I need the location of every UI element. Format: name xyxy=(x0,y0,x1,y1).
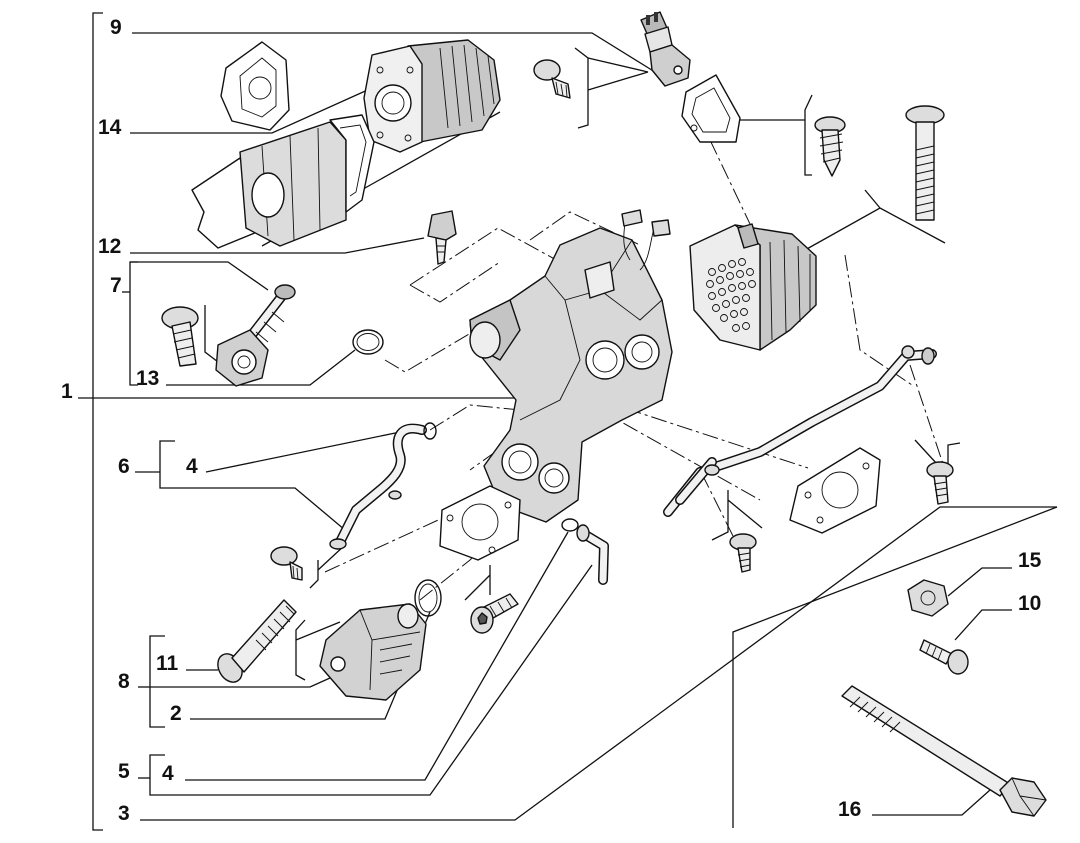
callout-2: 2 xyxy=(170,702,182,725)
actuator-vent-grid xyxy=(706,258,756,332)
long-bolt-part xyxy=(905,105,945,221)
callout-5: 5 xyxy=(118,760,130,783)
callout-10: 10 xyxy=(1018,592,1041,615)
pipe-fitting-5-part xyxy=(561,518,609,585)
coolant-tube-6-part xyxy=(329,422,437,550)
temperature-sensor-part xyxy=(427,210,457,265)
callout-16: 16 xyxy=(838,798,861,821)
valve-gasket-part xyxy=(220,41,290,131)
flange-bolt-center-part xyxy=(729,533,757,573)
bolt-11-part xyxy=(217,599,297,683)
manifold-gasket-part xyxy=(789,447,881,534)
bolt-16-part xyxy=(841,685,1047,817)
callout-6: 6 xyxy=(118,455,130,478)
egr-cooler-part xyxy=(191,114,375,249)
flange-bolt-right-part xyxy=(926,461,954,505)
callout-1: 1 xyxy=(61,380,73,403)
callout-12: 12 xyxy=(98,235,121,258)
egr-actuator-part xyxy=(689,223,817,351)
egr-manifold-part xyxy=(469,209,673,523)
callout-3: 3 xyxy=(118,802,130,825)
valve-2-part xyxy=(319,603,427,701)
callout-labels: 9 14 12 7 13 1 6 4 11 8 2 5 4 3 15 10 16 xyxy=(61,16,1042,825)
tapping-screw-part xyxy=(814,116,846,177)
callout-7: 7 xyxy=(110,274,122,297)
thermostat-part xyxy=(215,284,296,387)
callout-4-top: 4 xyxy=(186,455,198,478)
small-bolt-part xyxy=(533,59,571,99)
callout-4-bottom: 4 xyxy=(162,762,174,785)
callout-11: 11 xyxy=(156,652,179,675)
valve-flange-gasket-part xyxy=(439,485,521,561)
callout-14: 14 xyxy=(98,116,122,139)
egr-valve-part xyxy=(363,39,501,153)
bolt-13-part xyxy=(161,306,199,367)
o-ring-part xyxy=(352,329,384,355)
callout-8: 8 xyxy=(118,670,130,693)
callout-13: 13 xyxy=(136,367,159,390)
bolt-10-part xyxy=(919,639,969,675)
callout-9: 9 xyxy=(110,16,122,39)
nut-15-part xyxy=(907,579,949,617)
flange-gasket-part xyxy=(681,74,741,143)
sensor-connector-part xyxy=(640,11,691,87)
coolant-pipe-part xyxy=(663,345,937,517)
callout-15: 15 xyxy=(1018,549,1042,572)
valve-o-ring-part xyxy=(414,579,442,617)
leader-lines xyxy=(78,12,1058,831)
small-bolt-left-part xyxy=(270,546,303,581)
socket-bolt-part xyxy=(470,593,519,634)
